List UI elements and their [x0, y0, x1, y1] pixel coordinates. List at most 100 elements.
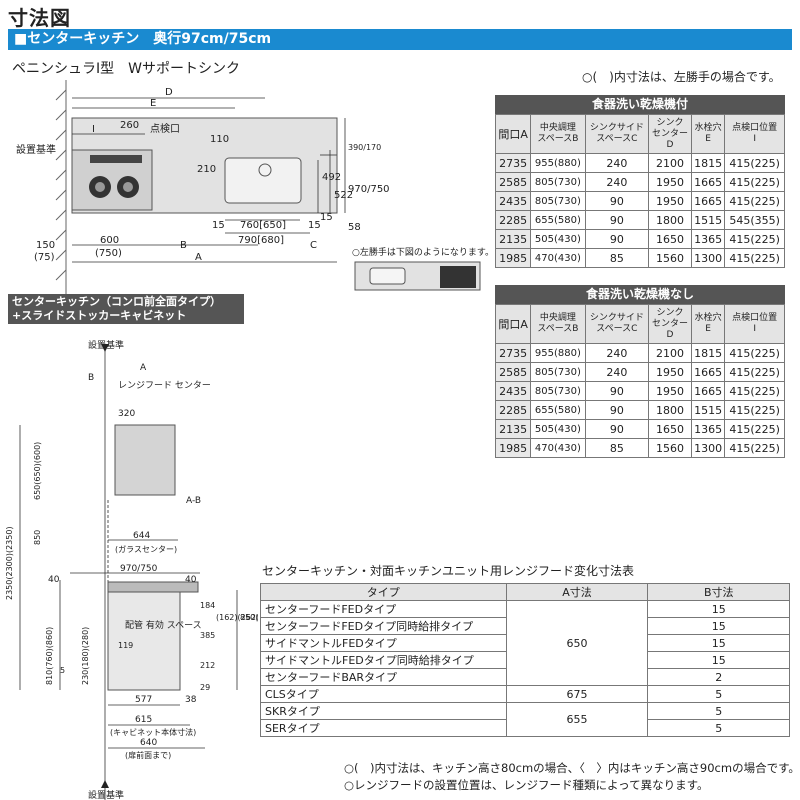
table-cell: 240 [584, 172, 650, 192]
sec-dim-2350: 2350(2300)(2350) [5, 526, 14, 600]
sec-dim-320: 320 [118, 409, 135, 419]
table-cell: 2435 [494, 381, 532, 401]
table-cell: 1365 [690, 229, 726, 249]
plan-view-drawing: D E I 260 点検口 110 210 設置基準 15 760[650] 1… [16, 80, 494, 295]
table-cell: 2735 [494, 153, 532, 173]
column-header: シンクサイド スペースC [584, 304, 650, 344]
table-cell: 1950 [648, 191, 692, 211]
hood-type-cell: サイドマントルFEDタイプ同時給排タイプ [260, 651, 507, 669]
table-cell: 415(225) [724, 229, 785, 249]
sec-dim-29: 29 [200, 683, 210, 692]
a-dim-cell: 655 [505, 702, 649, 737]
table-cell: 1800 [648, 400, 692, 420]
column-header: 水栓穴 E [690, 304, 726, 344]
table-cell: 2100 [648, 343, 692, 363]
ref-arrow-bottom [101, 780, 109, 788]
table-cell: 90 [584, 381, 650, 401]
dim-260: 260 [120, 120, 139, 131]
table-cell: 1665 [690, 191, 726, 211]
paren-note: ○( )内寸法は、左勝手の場合です。 [582, 70, 781, 84]
wall-hatch [55, 80, 67, 295]
column-header: 中央調理 スペースB [530, 304, 586, 344]
section-title-line1: センターキッチン（コンロ前全面タイプ） [12, 295, 221, 308]
column-header: シンク センター D [648, 304, 692, 344]
b-dim-cell: 5 [647, 702, 790, 720]
table-cell: 1950 [648, 381, 692, 401]
table-cell: 2100 [648, 153, 692, 173]
dim-970: 970/750 [348, 184, 390, 195]
table-without-title: 食器洗い乾燥機なし [495, 285, 785, 304]
sec-dim-a: A [140, 363, 147, 373]
footnote-1: ○( )内寸法は、キッチン高さ80cmの場合、〈 〉内はキッチン高さ90cmの場… [344, 761, 800, 775]
table-cell: 415(225) [724, 400, 785, 420]
table-cell: 1560 [648, 248, 692, 268]
sec-dim-644: 644 [133, 531, 150, 541]
sink-bowl [224, 157, 302, 204]
dim-110: 110 [210, 134, 229, 145]
table-cell: 805(730) [530, 172, 586, 192]
column-header: シンク センター D [648, 114, 692, 154]
dim-58: 58 [348, 222, 361, 233]
dim-750p: (750) [95, 248, 122, 259]
inspection-port-label: 点検口 [150, 122, 180, 135]
table-cell: 470(430) [530, 438, 586, 458]
table-cell: 1815 [690, 343, 726, 363]
table-cell: 415(225) [724, 381, 785, 401]
dim-b: B [180, 240, 187, 251]
hood-type-cell: SKRタイプ [260, 702, 507, 720]
dim-15a: 15 [212, 220, 225, 231]
hood-type-cell: SERタイプ [260, 719, 507, 737]
table-cell: 240 [584, 153, 650, 173]
dim-522: 522 [334, 190, 353, 201]
b-dim-cell: 15 [647, 600, 790, 618]
table-cell: 90 [584, 229, 650, 249]
table-cell: 505(430) [530, 229, 586, 249]
table-cell: 415(225) [724, 172, 785, 192]
hood-type-cell: サイドマントルFEDタイプ [260, 634, 507, 652]
table-cell: 2435 [494, 191, 532, 211]
countertop-section [107, 581, 199, 593]
column-header: タイプ [260, 583, 507, 601]
sec-dim-184: 184 [200, 601, 215, 610]
sec-dim-162: (162)(262) [216, 613, 258, 622]
table-cell: 1300 [690, 248, 726, 268]
table-cell: 1665 [690, 172, 726, 192]
table-cell: 1300 [690, 438, 726, 458]
table-cell: 1950 [648, 172, 692, 192]
table-cell: 1665 [690, 362, 726, 382]
table-cell: 90 [584, 400, 650, 420]
dim-210: 210 [197, 164, 216, 175]
sec-dim-40b: 40 [185, 575, 197, 585]
table-cell: 1815 [690, 153, 726, 173]
sec-dim-577: 577 [135, 695, 152, 705]
table-cell: 805(730) [530, 191, 586, 211]
table-cell: 415(225) [724, 191, 785, 211]
sec-dim-40a: 40 [48, 575, 60, 585]
column-header: 間口A [494, 114, 532, 154]
plan-subtitle: ペニンシュラI型 Wサポートシンク [12, 61, 240, 77]
column-header: 水栓穴 E [690, 114, 726, 154]
table-cell: 805(730) [530, 381, 586, 401]
dim-600: 600 [100, 235, 119, 246]
table-cell: 2585 [494, 362, 532, 382]
table-cell: 90 [584, 191, 650, 211]
table-cell: 1985 [494, 248, 532, 268]
hood-type-cell: CLSタイプ [260, 685, 507, 703]
column-header: B寸法 [647, 583, 790, 601]
dim-150: 150 [36, 240, 55, 251]
sec-dim-385: 385 [200, 631, 215, 640]
column-header: 点検口位置 I [724, 304, 785, 344]
sec-dim-212: 212 [200, 661, 215, 670]
